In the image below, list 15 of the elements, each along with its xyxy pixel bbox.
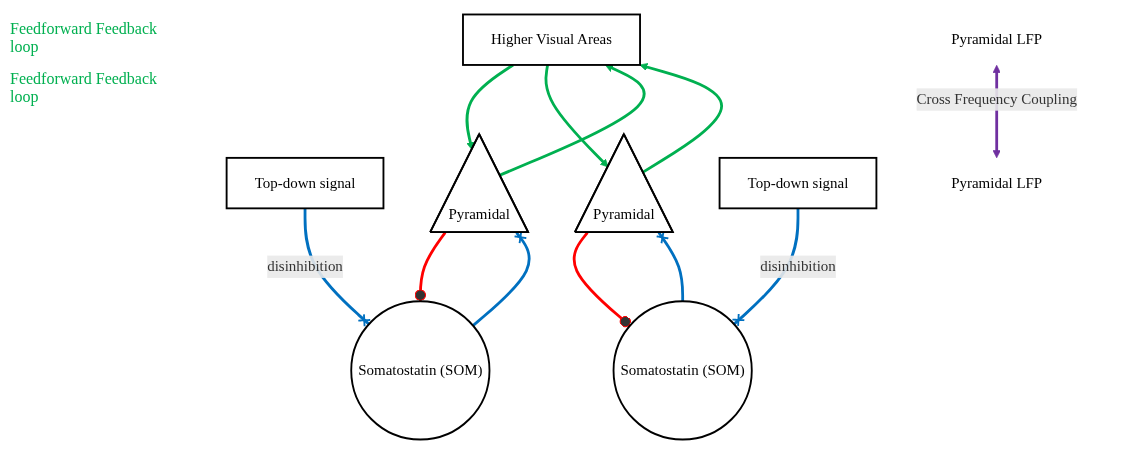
loop-label: Feedforward Feedback loop	[10, 70, 159, 106]
arrow	[544, 64, 609, 168]
edge-label: Cross Frequency Coupling	[916, 91, 1077, 108]
node-box: Top-down signal	[718, 156, 878, 210]
arrow	[499, 64, 646, 177]
node-text: Pyramidal LFP	[950, 174, 1042, 191]
node-circle: Somatostatin (SOM)	[350, 300, 491, 441]
node-box: Top-down signal	[225, 156, 385, 210]
arrow	[639, 63, 723, 174]
node-box: Higher Visual Areas	[461, 13, 641, 66]
edge-label: disinhibition	[266, 258, 343, 275]
node-circle: Somatostatin (SOM)	[612, 300, 753, 441]
edge-label: disinhibition	[759, 258, 836, 275]
loop-label: Feedforward Feedback loop	[10, 20, 159, 56]
node-text: Pyramidal LFP	[950, 31, 1042, 48]
